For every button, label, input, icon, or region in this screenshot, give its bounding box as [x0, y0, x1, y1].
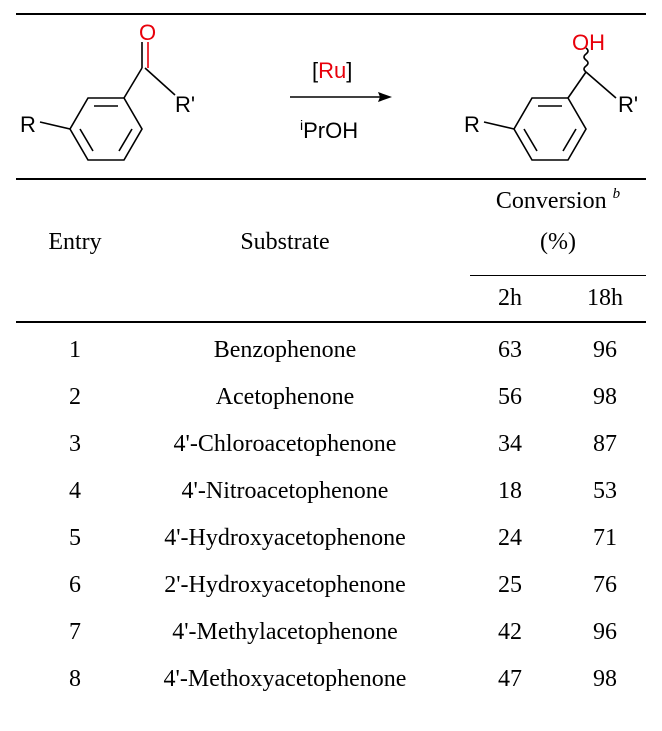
- row-entry: 5: [69, 525, 81, 551]
- row-conversion-2h: 18: [498, 478, 522, 504]
- row-entry: 7: [69, 619, 81, 645]
- reactant-structure: [39, 42, 176, 161]
- reaction-arrowhead: [378, 92, 392, 102]
- row-substrate: Benzophenone: [213, 337, 357, 363]
- row-conversion-18h: 96: [593, 337, 617, 363]
- product-rprime-label: R': [618, 92, 638, 117]
- row-conversion-2h: 56: [498, 384, 522, 410]
- row-substrate: 4'-Hydroxyacetophenone: [164, 525, 406, 551]
- row-conversion-18h: 96: [593, 619, 617, 645]
- header-substrate: Substrate: [240, 229, 330, 255]
- row-conversion-18h: 98: [593, 384, 617, 410]
- row-entry: 8: [69, 666, 81, 692]
- row-conversion-18h: 71: [593, 525, 617, 551]
- row-conversion-2h: 42: [498, 619, 522, 645]
- row-entry: 1: [69, 337, 81, 363]
- reactant-rprime-label: R': [175, 92, 195, 117]
- product-structure: [483, 47, 617, 161]
- header-2h: 2h: [498, 285, 522, 311]
- conversion-footnote-marker: b: [612, 186, 621, 202]
- header-conversion-unit: (%): [540, 229, 576, 255]
- row-entry: 6: [69, 572, 81, 598]
- header-18h: 18h: [587, 285, 623, 311]
- header-top-rule: [16, 178, 646, 180]
- solvent-text: PrOH: [303, 118, 358, 143]
- solvent-label: iPrOH: [300, 117, 358, 143]
- row-substrate: 2'-Hydroxyacetophenone: [164, 572, 406, 598]
- row-conversion-18h: 98: [593, 666, 617, 692]
- row-conversion-2h: 24: [498, 525, 522, 551]
- row-substrate: 4'-Methoxyacetophenone: [163, 666, 407, 692]
- row-conversion-2h: 25: [498, 572, 522, 598]
- header-entry: Entry: [48, 229, 102, 255]
- product-r-label: R: [464, 112, 480, 137]
- product-oh-label: OH: [572, 30, 605, 55]
- header-bottom-rule: [16, 321, 646, 323]
- top-rule: [16, 13, 646, 15]
- row-conversion-18h: 87: [593, 431, 617, 457]
- row-entry: 3: [69, 431, 81, 457]
- row-conversion-2h: 47: [498, 666, 522, 692]
- row-substrate: 4'-Nitroacetophenone: [181, 478, 389, 504]
- reaction-scheme: O R R' [Ru] iPrOH OH R R': [20, 20, 638, 161]
- row-entry: 4: [69, 478, 81, 504]
- reactant-oxygen-label: O: [139, 20, 156, 45]
- row-substrate: 4'-Methylacetophenone: [172, 619, 398, 645]
- reactant-r-label: R: [20, 112, 36, 137]
- row-conversion-2h: 34: [498, 431, 522, 457]
- row-substrate: 4'-Chloroacetophenone: [173, 431, 397, 457]
- row-conversion-18h: 76: [593, 572, 617, 598]
- conversion-sub-rule: [470, 275, 646, 276]
- solvent-superscript: i: [300, 117, 303, 133]
- row-substrate: Acetophenone: [215, 384, 355, 410]
- reagent-metal: Ru: [318, 58, 346, 83]
- row-conversion-18h: 53: [593, 478, 617, 504]
- reagent-label: [Ru]: [312, 58, 352, 83]
- row-entry: 2: [69, 384, 81, 410]
- row-conversion-2h: 63: [498, 337, 522, 363]
